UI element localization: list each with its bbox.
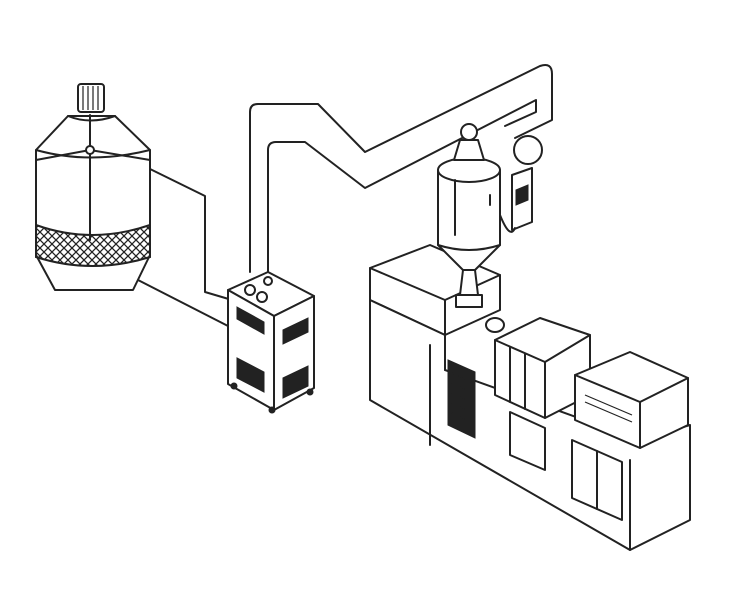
material-silo [35,83,151,291]
injection-molding-machine [369,244,691,551]
hopper-dryer [437,123,543,308]
vacuum-loader-unit [227,271,315,414]
conveying-pipes [137,64,553,327]
